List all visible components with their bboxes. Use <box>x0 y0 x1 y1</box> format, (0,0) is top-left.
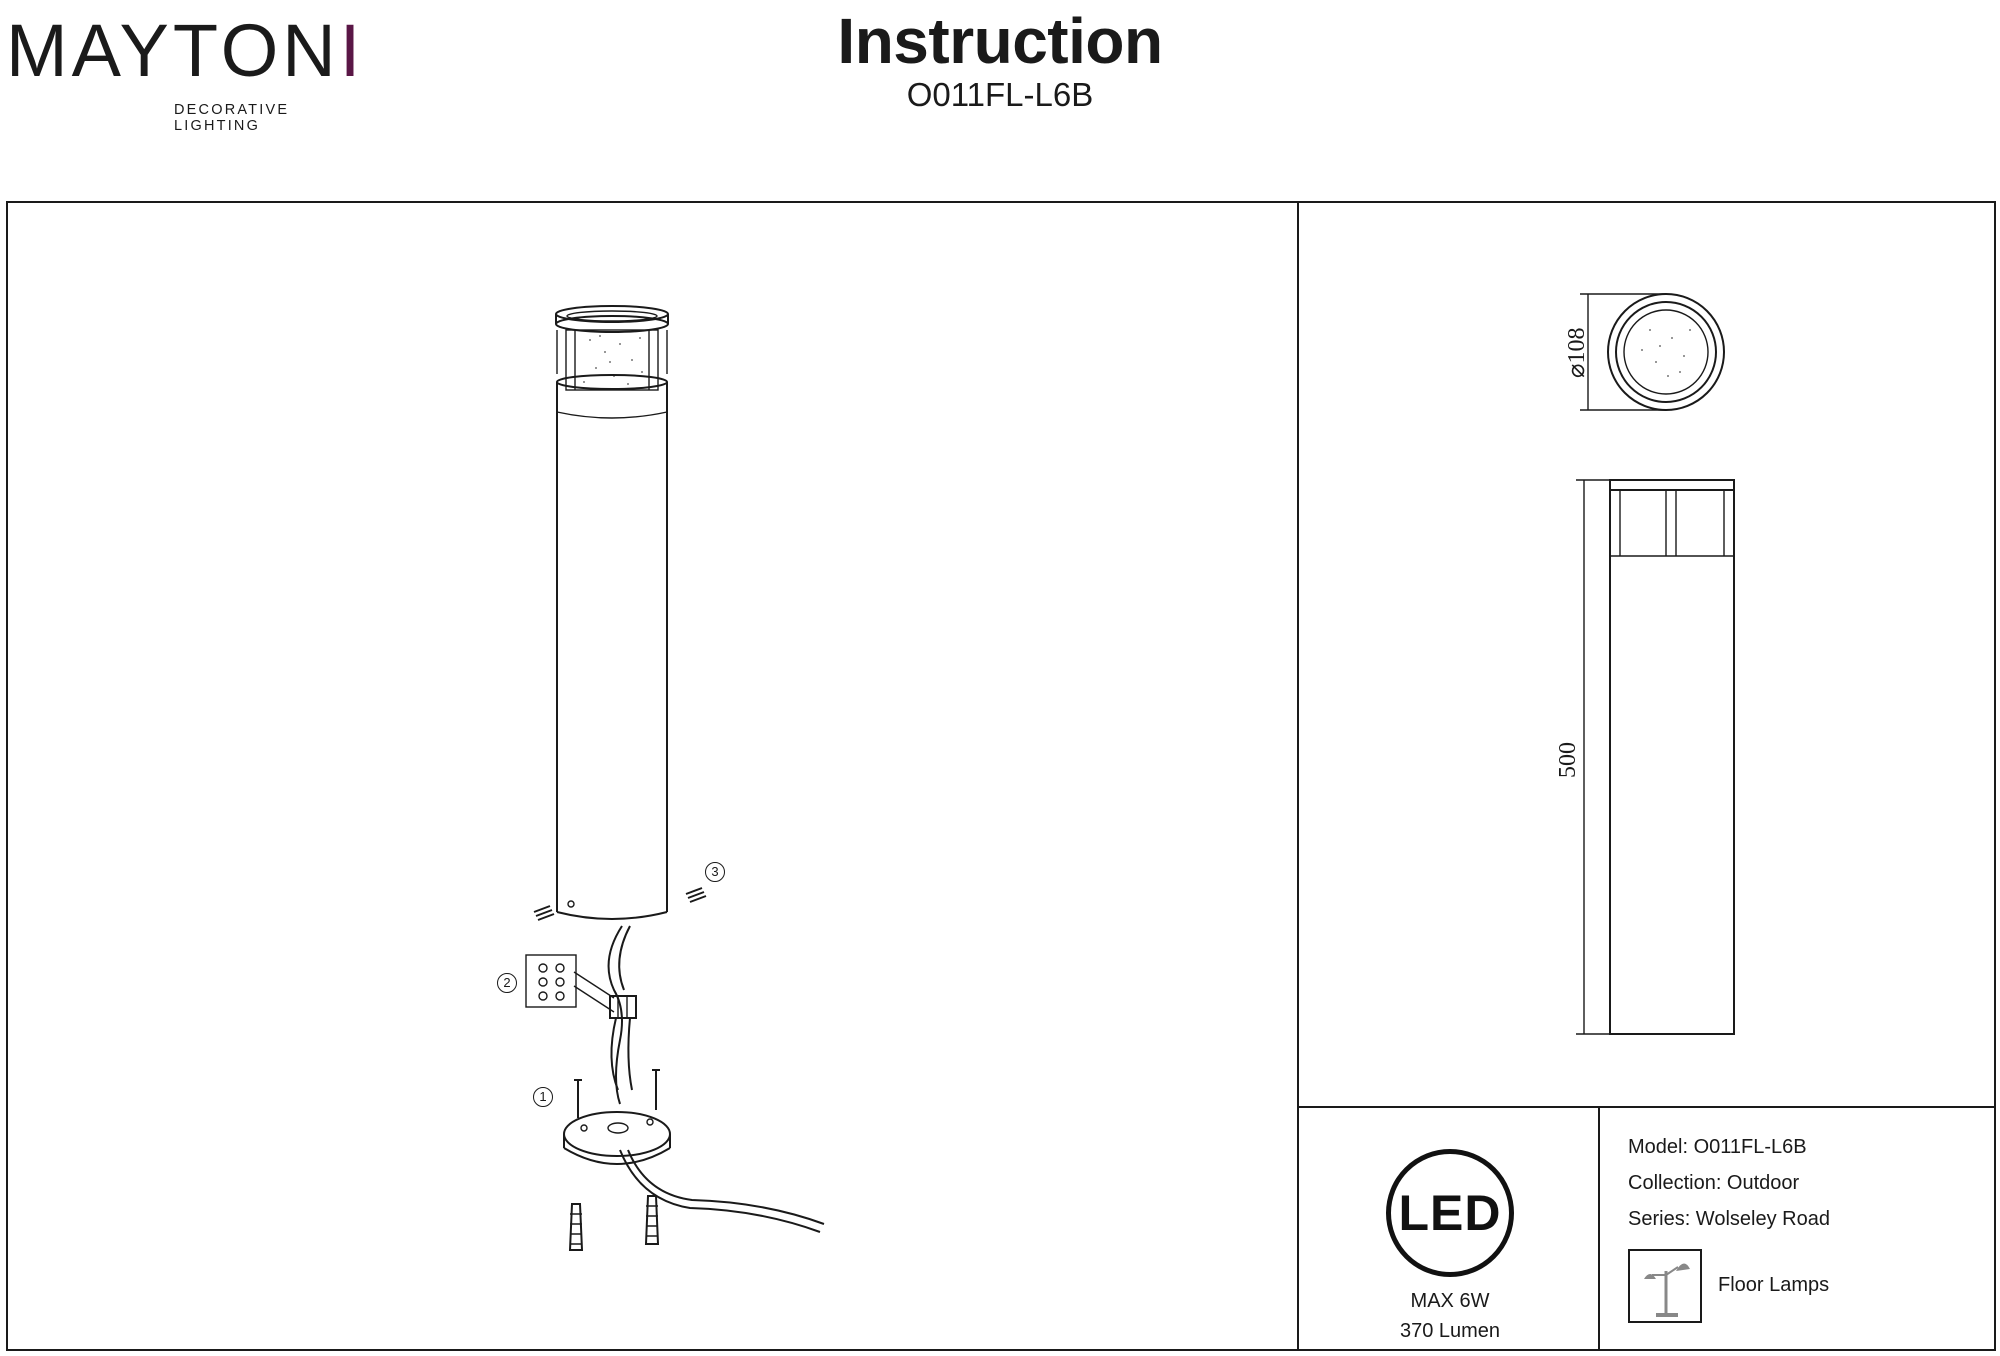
drawing-frame <box>6 201 1996 1351</box>
brand-name: MAYTONI <box>6 14 364 88</box>
document-title-text: Instruction <box>837 5 1163 77</box>
mounting-base <box>563 1111 671 1165</box>
lumen-output: 370 Lumen <box>1399 1320 1501 1342</box>
side-view <box>1576 479 1735 1035</box>
step-marker-1: 1 <box>533 1087 553 1107</box>
top-view <box>1580 293 1725 411</box>
height-dimension: 500 <box>1555 742 1581 778</box>
supply-cable <box>619 1149 821 1233</box>
lamp-head <box>555 305 669 391</box>
info-divider-vertical <box>1598 1106 1600 1351</box>
floor-lamp-icon <box>1644 1263 1690 1317</box>
product-collection: Collection: Outdoor <box>1628 1172 1800 1194</box>
terminal-block-detail <box>525 954 637 1019</box>
product-model: Model: O011FL-L6B <box>1628 1136 1807 1158</box>
wall-plugs <box>568 1195 660 1251</box>
frame-divider-horizontal <box>1297 1106 1996 1108</box>
category-label: Floor Lamps <box>1718 1274 1830 1296</box>
product-series: Series: Wolseley Road <box>1628 1208 1830 1230</box>
document-title: Instruction <box>0 4 2000 78</box>
power-cable <box>607 925 623 1105</box>
set-screws <box>533 887 707 921</box>
brand-name-text: MAYTONI <box>6 9 365 92</box>
document-model: O011FL-L6B <box>906 76 1094 113</box>
lamp-body <box>556 374 668 920</box>
step-marker-2: 2 <box>497 973 517 993</box>
brand-tagline: DECORATIVE LIGHTING <box>174 102 290 134</box>
diameter-dimension: ⌀108 <box>1564 327 1590 378</box>
led-badge: LED <box>1386 1149 1514 1277</box>
max-power: MAX 6W <box>1410 1290 1490 1312</box>
step-marker-3: 3 <box>705 862 725 882</box>
category-icon-box <box>1628 1249 1702 1323</box>
frame-divider-vertical <box>1297 201 1299 1351</box>
brand-logo: MAYTONI DECORATIVE LIGHTING <box>6 14 366 135</box>
mounting-screws <box>574 1069 660 1118</box>
